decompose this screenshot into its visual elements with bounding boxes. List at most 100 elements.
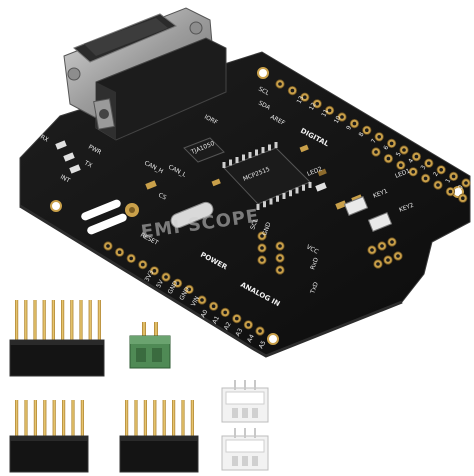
power-pad-hole (164, 275, 168, 279)
header-8-pin-left (9, 400, 89, 473)
chip-leg (276, 195, 279, 202)
chip-leg (308, 182, 312, 188)
digital-pad-hole (365, 128, 369, 132)
pin-label: VIN (190, 295, 201, 307)
label-txd: TxD (309, 281, 320, 296)
smd-components (145, 144, 363, 210)
label-rxd: RxD (309, 256, 320, 270)
header-10-pin (9, 300, 105, 377)
header-pin (125, 400, 129, 438)
digital-pad-hole (386, 156, 391, 161)
pin-label: A5 (258, 339, 268, 349)
can-controller-chip: MCP2515 (222, 142, 312, 210)
label-gnd: GND (261, 221, 272, 237)
header-10-pins (15, 300, 101, 342)
pin-label: A0 (200, 308, 210, 318)
header-pin (134, 400, 138, 438)
analog-pad-hole (200, 298, 204, 302)
pin-label: 2 (432, 171, 440, 178)
pin-label: 5V (155, 278, 165, 289)
digital-pad-hole (278, 82, 282, 86)
digital-pad-hole (423, 176, 428, 181)
chip-leg (269, 198, 273, 205)
icsp-header-pads (257, 231, 403, 275)
chip-leg (289, 190, 292, 197)
header-pin (33, 300, 37, 342)
power-pad-hole (175, 281, 180, 286)
pin-label: 7 (370, 138, 378, 145)
chip-leg (229, 159, 232, 166)
label-scl-2: SCL (249, 217, 260, 231)
label-cs: CS (157, 192, 168, 202)
header-pin (24, 300, 28, 342)
analog-pad-hole (211, 304, 216, 309)
digital-pad-hole (352, 121, 357, 126)
power-pad-hole (129, 256, 133, 261)
pin-label: 13 (296, 95, 306, 105)
label-scl: SCL (257, 86, 271, 98)
chip-leg (222, 162, 226, 168)
key2-button (367, 212, 393, 232)
digital-pad-hole (327, 108, 332, 113)
digital-pad-hole (399, 163, 403, 167)
analog-pad-hole (258, 329, 262, 333)
pin-label: 9 (345, 125, 353, 132)
pin-label: 1 (444, 177, 452, 184)
header-pin (181, 400, 185, 438)
chip-leg (295, 187, 299, 194)
digital-pad-hole (340, 115, 344, 119)
header-pin (97, 300, 101, 342)
pin-label: A4 (246, 333, 256, 343)
header-pin (42, 300, 46, 342)
chip-leg (274, 142, 278, 148)
icsp-pad-hole (380, 244, 384, 248)
header-pin (88, 300, 92, 342)
can-transceiver-chip: TJA1050 (183, 137, 225, 163)
icsp-pad-hole (278, 268, 282, 272)
analog-pad-hole (246, 323, 251, 327)
digital-pad-hole (439, 168, 444, 172)
header-8-pin-right (119, 400, 199, 473)
chip-leg (255, 149, 258, 156)
key1-button (343, 196, 369, 216)
header-pin (43, 400, 47, 438)
pin-label: 11 (320, 108, 330, 118)
pin-label: 10 (333, 115, 343, 125)
header-pin (15, 400, 19, 438)
digital-pad-hole (448, 189, 453, 194)
digital-pad-hole (464, 181, 468, 185)
power-pad-hole (152, 269, 157, 273)
pin-label: 3 (420, 164, 428, 171)
label-int: INT (59, 174, 71, 185)
power-pad-hole (187, 287, 191, 292)
icsp-pad-hole (370, 248, 374, 252)
analog-header-pads (197, 295, 265, 336)
pin-label: 8 (358, 131, 366, 138)
solder-slots (81, 199, 127, 235)
chip-leg (263, 201, 266, 208)
label-rx: RX (39, 134, 50, 144)
power-pad-hole (106, 244, 110, 248)
pin-label: A3 (234, 327, 244, 337)
pin-label: 5 (395, 151, 403, 158)
pin-label: 6 (382, 144, 390, 151)
header-pin (52, 400, 56, 438)
pin-label: 4 (407, 158, 415, 165)
digital-pad-hole (411, 170, 416, 174)
digital-pad-hole (451, 174, 456, 179)
chip-leg (235, 157, 239, 163)
icsp-pad-hole (278, 244, 282, 248)
icsp-pad-hole (376, 262, 380, 266)
digital-header-pads (275, 79, 471, 203)
icsp-pad-hole (260, 246, 264, 250)
header-pin (80, 400, 84, 438)
digital-pad-hole (389, 141, 394, 146)
chip-leg (302, 184, 305, 191)
label-tx: TX (82, 159, 93, 169)
header-pin (172, 400, 176, 438)
header-pin (15, 300, 19, 342)
header-pin (51, 300, 55, 342)
icsp-pad-hole (278, 256, 282, 260)
power-header-pads (103, 241, 194, 294)
